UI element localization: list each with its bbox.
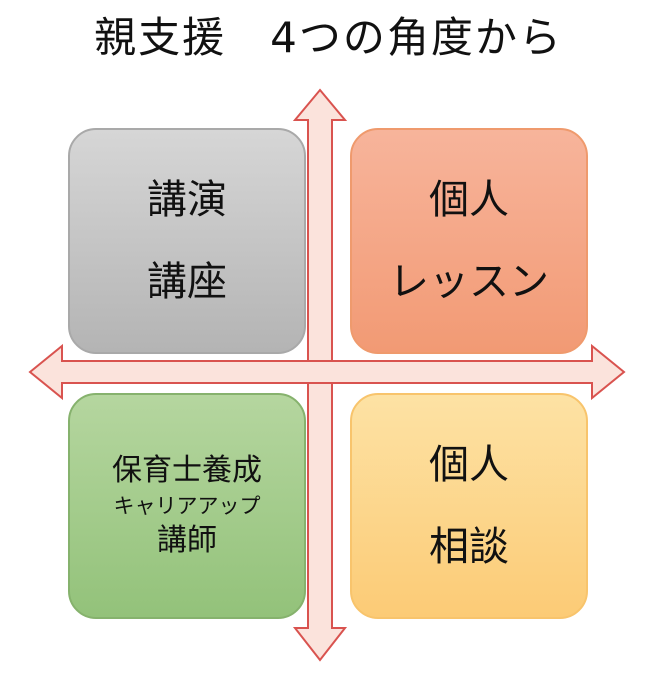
quadrant-label-line: 相談 [429,524,509,570]
diagram-title: 親支援 4つの角度から [94,13,563,62]
quadrant-individual-consultation: 個人 相談 [350,393,588,619]
quadrant-label-line: 個人 [429,177,509,223]
quadrant-label-line: 講座 [147,259,227,305]
quadrant-individual-lessons: 個人 レッスン [350,128,588,354]
quadrant-label-line: 講師 [157,523,217,558]
quadrant-label-line: 個人 [429,442,509,488]
quadrant-childcare-training-instructor: 保育士養成 キャリアアップ 講師 [68,393,306,619]
quadrant-label-line: キャリアアップ [113,494,261,518]
quadrant-label-line: 保育士養成 [112,453,262,488]
horizontal-double-arrow [28,343,626,401]
quadrant-label-line: レッスン [389,259,549,305]
quadrant-lectures-seminars: 講演 講座 [68,128,306,354]
quadrant-label-line: 講演 [147,177,227,223]
